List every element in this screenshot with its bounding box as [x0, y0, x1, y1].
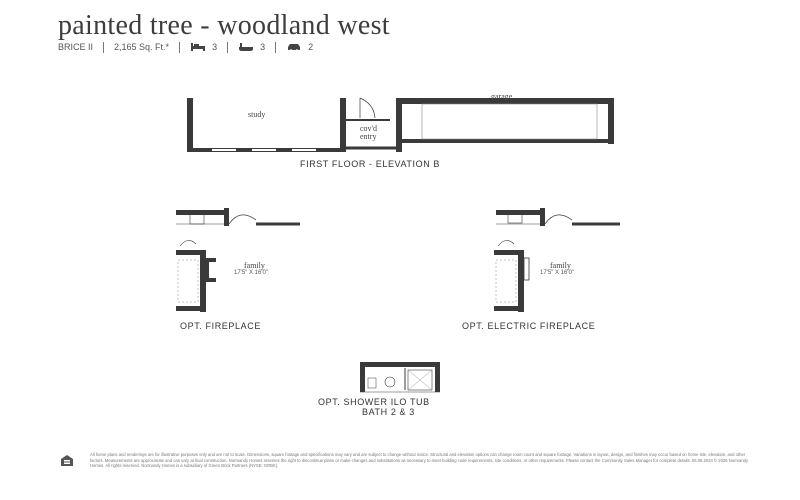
model-name: BRICE II — [58, 42, 94, 52]
caption-shower-bath: BATH 2 & 3 — [362, 407, 415, 417]
caption-electric-fireplace: OPT. ELECTRIC FIREPLACE — [462, 321, 596, 331]
bathtub-icon — [238, 42, 254, 52]
electric-fireplace-option-plan — [494, 208, 620, 312]
bed-icon — [190, 42, 206, 52]
divider — [179, 41, 181, 53]
legal-disclaimer: All home plans and renderings are for il… — [90, 452, 749, 469]
room-label-family: family — [244, 261, 265, 270]
room-label-entry: cov'd — [360, 124, 377, 133]
caption-first-floor: FIRST FLOOR - ELEVATION B — [300, 159, 441, 169]
garage-count: 2 — [308, 42, 314, 52]
room-label-study: study — [248, 110, 266, 119]
divider — [275, 41, 277, 53]
caption-fireplace: OPT. FIREPLACE — [180, 321, 261, 331]
room-label-family: family — [550, 261, 571, 270]
car-icon — [286, 42, 302, 52]
room-label-entry-2: entry — [360, 132, 377, 141]
bath-count: 3 — [260, 42, 266, 52]
bed-count: 3 — [212, 42, 218, 52]
plan-specs: BRICE II 2,165 Sq. Ft.* 3 3 2 — [58, 40, 313, 54]
divider — [227, 41, 229, 53]
square-footage: 2,165 Sq. Ft.* — [114, 42, 170, 52]
shower-option-plan — [360, 362, 440, 393]
first-floor-plan — [187, 97, 614, 152]
plan-title: painted tree - woodland west — [58, 10, 390, 41]
room-dimension: 17'5" X 16'0" — [540, 270, 574, 276]
room-dimension: 17'5" X 16'0" — [234, 270, 268, 276]
fireplace-option-plan — [176, 208, 300, 312]
room-label-garage: garage — [491, 92, 513, 101]
divider — [103, 41, 105, 53]
caption-shower: OPT. SHOWER ILO TUB — [318, 397, 430, 407]
equal-housing-icon — [61, 455, 73, 466]
